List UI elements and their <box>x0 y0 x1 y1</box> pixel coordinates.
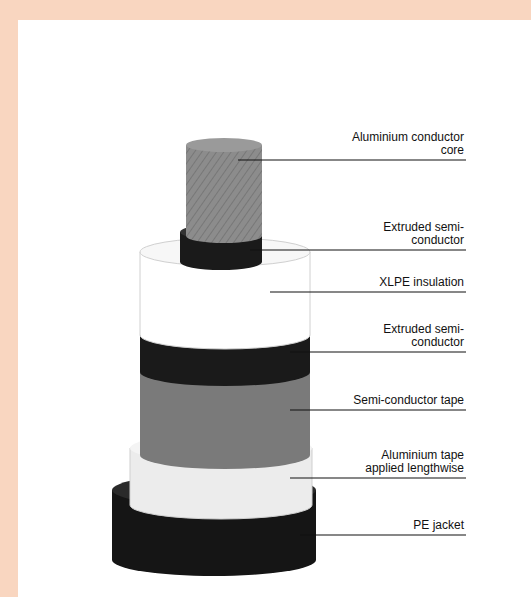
conductor-core-top <box>186 138 262 152</box>
semiconductor-tape <box>140 372 310 469</box>
part-label: Aluminium tape applied lengthwise <box>346 449 464 475</box>
leader-line <box>300 534 466 535</box>
leader-line <box>290 351 466 352</box>
part-label: Extruded semi- conductor <box>346 323 464 349</box>
part-label: Extruded semi- conductor <box>346 221 464 247</box>
leader-line <box>290 409 466 410</box>
leader-line <box>238 159 466 160</box>
part-label: Aluminium conductor core <box>346 131 464 157</box>
part-label: XLPE insulation <box>346 276 464 289</box>
leader-line <box>250 249 466 250</box>
leader-lines <box>238 160 466 535</box>
part-label: PE jacket <box>346 519 464 532</box>
part-label: Semi-conductor tape <box>346 394 464 407</box>
leader-line <box>270 291 466 292</box>
leader-line <box>290 477 466 478</box>
